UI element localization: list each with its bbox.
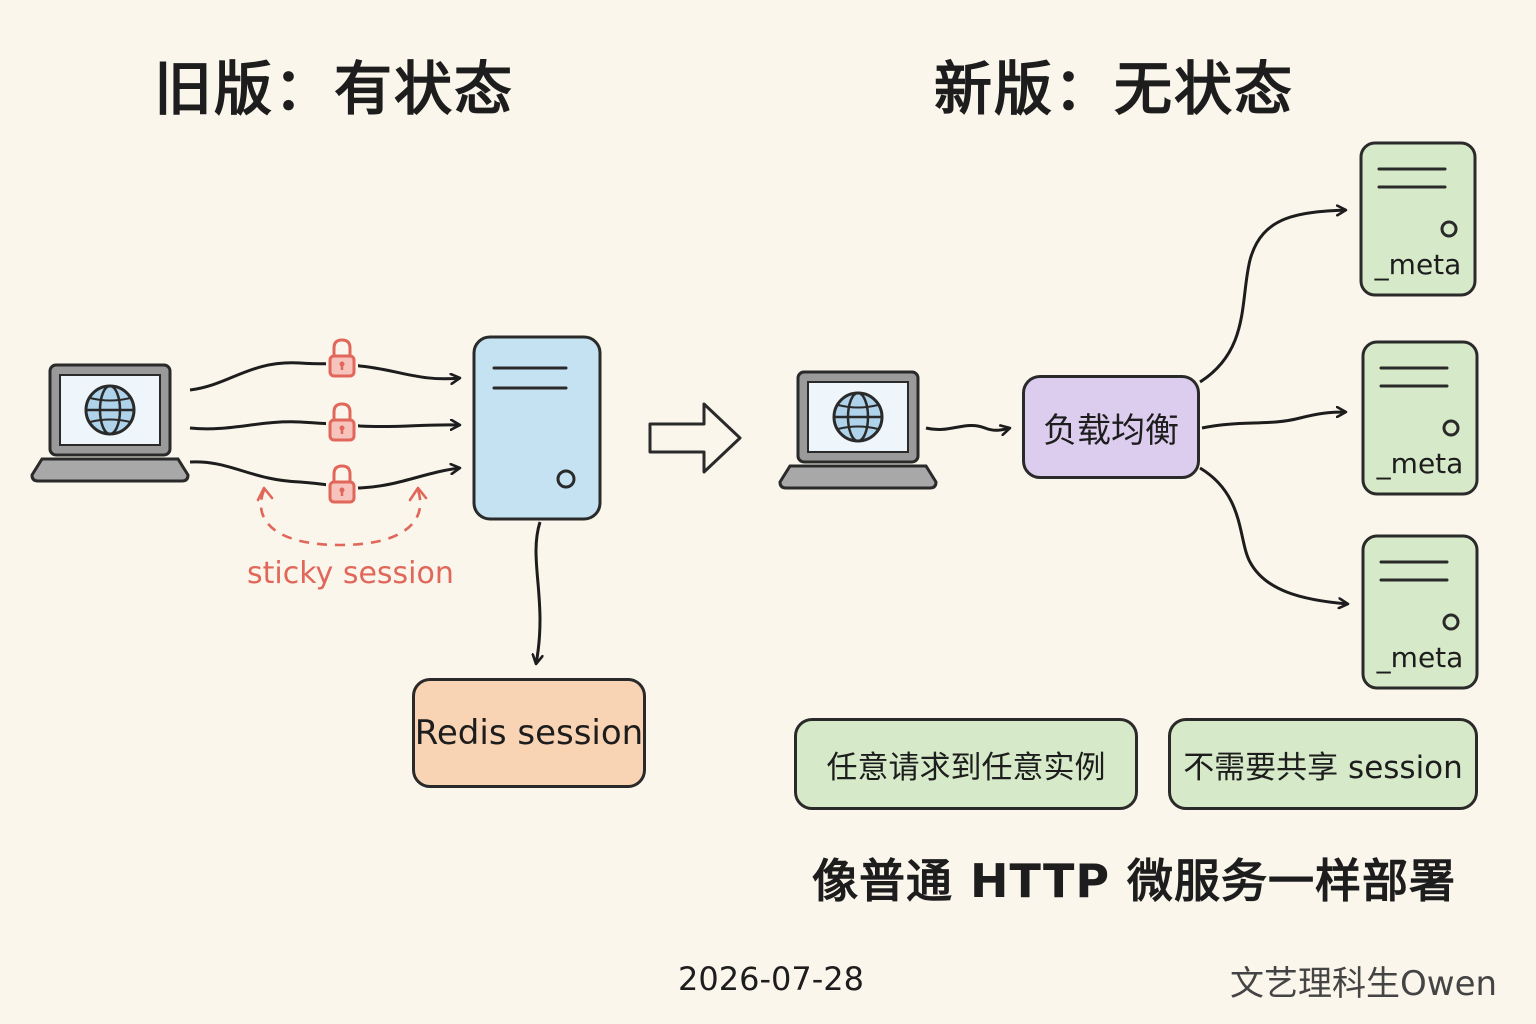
summary-text: 像普通 HTTP 微服务一样部署 xyxy=(812,854,1457,908)
note-any-request-label: 任意请求到任意实例 xyxy=(826,749,1106,786)
note-any-request: 任意请求到任意实例 xyxy=(794,718,1138,810)
instance-2-label: _meta xyxy=(1376,447,1464,480)
server-to-redis-arrow xyxy=(536,521,540,664)
sticky-session-arc xyxy=(259,489,422,547)
lock-icon-1 xyxy=(326,338,358,382)
lb-to-instance-1 xyxy=(1199,210,1346,384)
new-client-laptop-icon xyxy=(778,370,938,490)
connection-3 xyxy=(189,460,460,490)
old-server-icon xyxy=(472,335,602,521)
redis-session-box: Redis session xyxy=(412,678,646,788)
lock-icon-2 xyxy=(326,402,358,446)
title-new: 新版：无状态 xyxy=(934,55,1295,123)
instance-3-label: _meta xyxy=(1376,641,1464,674)
old-client-laptop-icon xyxy=(30,363,190,483)
load-balancer-box: 负载均衡 xyxy=(1022,375,1200,479)
lock-icon-3 xyxy=(326,464,358,508)
redis-session-label: Redis session xyxy=(414,713,644,753)
sticky-session-label: sticky session xyxy=(247,556,454,591)
footer-author: 文艺理科生Owen xyxy=(1230,964,1498,1004)
note-no-shared-session: 不需要共享 session xyxy=(1168,718,1478,810)
client-to-lb-arrow xyxy=(925,423,1010,430)
hollow-arrow-right-icon xyxy=(648,402,742,474)
note-no-shared-session-label: 不需要共享 session xyxy=(1183,749,1463,786)
title-old: 旧版：有状态 xyxy=(154,55,515,123)
load-balancer-label: 负载均衡 xyxy=(1043,410,1179,451)
connection-1 xyxy=(189,361,460,392)
footer-date: 2026-07-28 xyxy=(678,960,864,998)
connection-2 xyxy=(189,422,460,429)
lb-to-instance-2 xyxy=(1201,412,1346,430)
instance-1-label: _meta xyxy=(1374,248,1462,281)
lb-to-instance-3 xyxy=(1199,466,1348,604)
